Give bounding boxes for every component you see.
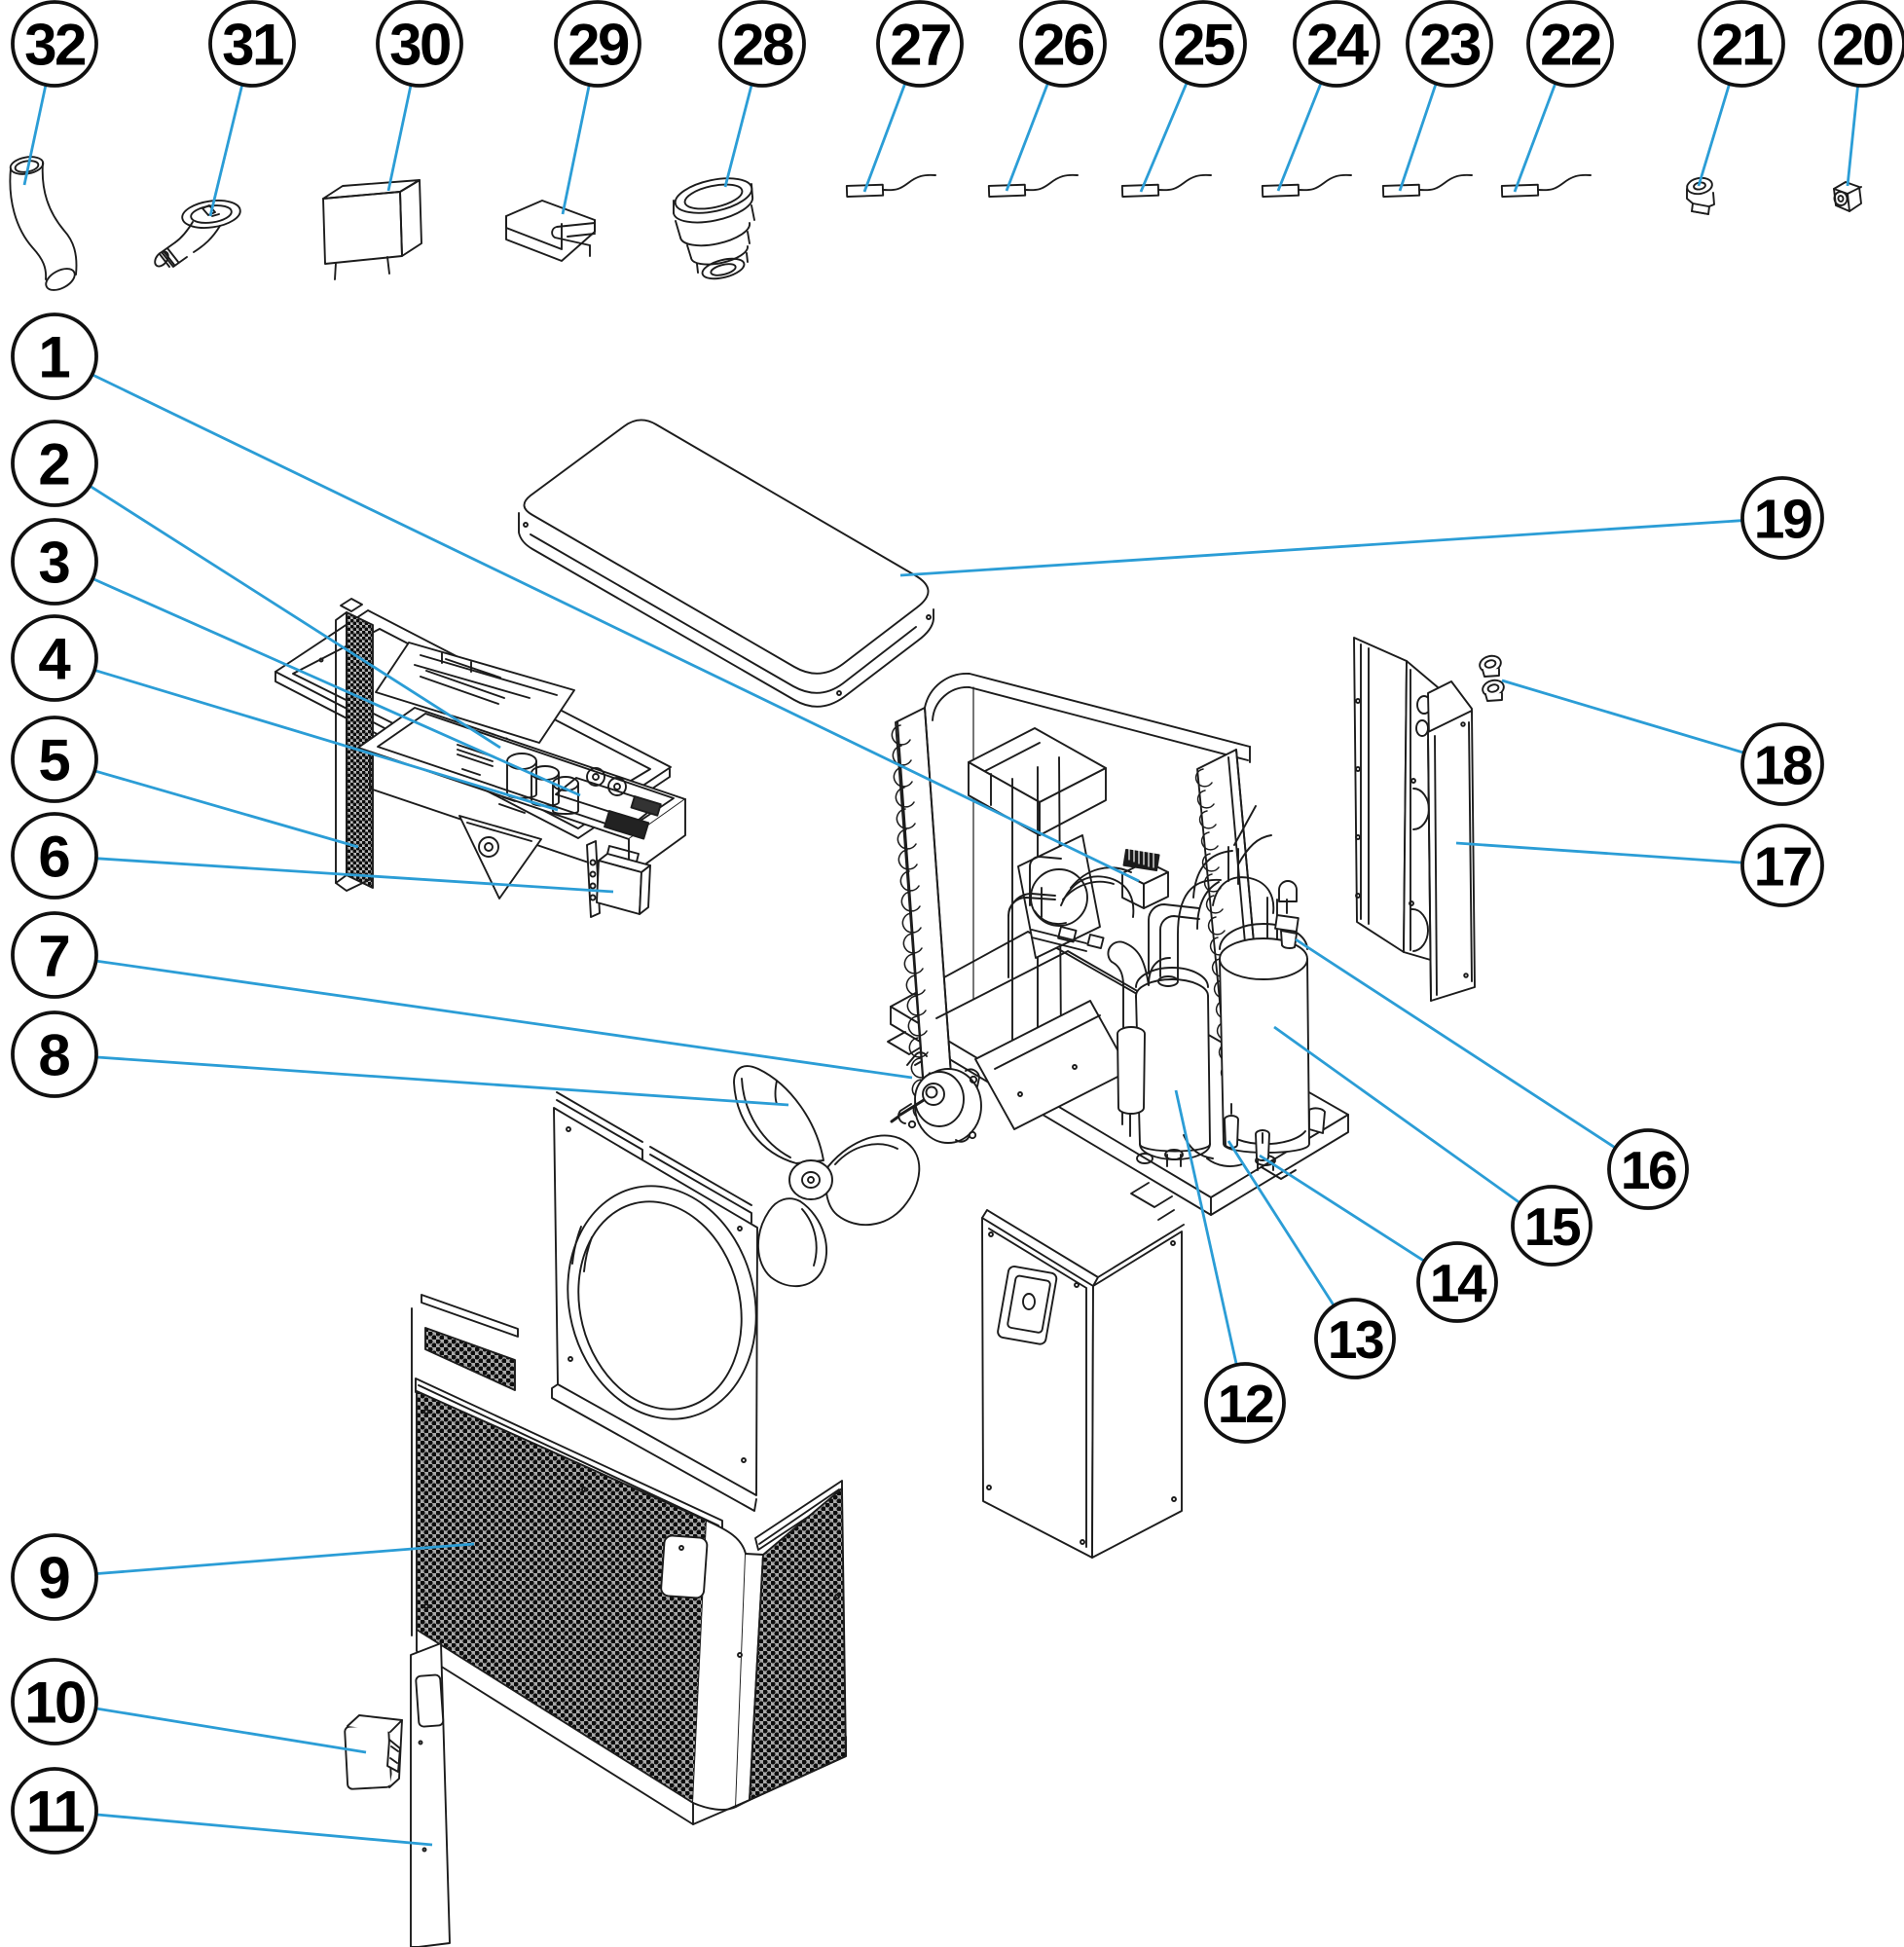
svg-text:28: 28 bbox=[732, 13, 793, 78]
svg-text:26: 26 bbox=[1033, 13, 1094, 78]
svg-text:21: 21 bbox=[1711, 13, 1773, 78]
svg-text:30: 30 bbox=[389, 13, 450, 78]
svg-text:18: 18 bbox=[1754, 735, 1812, 797]
svg-text:15: 15 bbox=[1524, 1196, 1581, 1257]
svg-text:23: 23 bbox=[1419, 13, 1481, 78]
svg-text:5: 5 bbox=[38, 728, 70, 793]
svg-text:25: 25 bbox=[1173, 13, 1234, 78]
svg-text:16: 16 bbox=[1621, 1140, 1676, 1200]
svg-text:3: 3 bbox=[38, 531, 70, 596]
svg-text:19: 19 bbox=[1754, 489, 1812, 551]
svg-text:20: 20 bbox=[1832, 13, 1892, 78]
svg-text:27: 27 bbox=[890, 13, 950, 78]
svg-text:17: 17 bbox=[1754, 836, 1812, 899]
svg-text:12: 12 bbox=[1218, 1374, 1273, 1434]
svg-text:32: 32 bbox=[24, 13, 85, 78]
svg-text:29: 29 bbox=[568, 13, 629, 78]
svg-text:4: 4 bbox=[38, 627, 71, 692]
svg-text:8: 8 bbox=[38, 1023, 70, 1088]
svg-text:24: 24 bbox=[1306, 13, 1370, 78]
svg-text:6: 6 bbox=[38, 825, 70, 890]
svg-text:31: 31 bbox=[222, 13, 283, 78]
svg-text:13: 13 bbox=[1328, 1309, 1383, 1370]
svg-text:14: 14 bbox=[1430, 1253, 1487, 1313]
svg-text:1: 1 bbox=[38, 325, 70, 390]
svg-text:11: 11 bbox=[26, 1780, 85, 1845]
svg-text:9: 9 bbox=[38, 1546, 70, 1611]
svg-text:10: 10 bbox=[24, 1671, 85, 1736]
svg-text:22: 22 bbox=[1540, 13, 1600, 78]
svg-text:2: 2 bbox=[38, 432, 70, 497]
svg-text:7: 7 bbox=[38, 924, 70, 989]
